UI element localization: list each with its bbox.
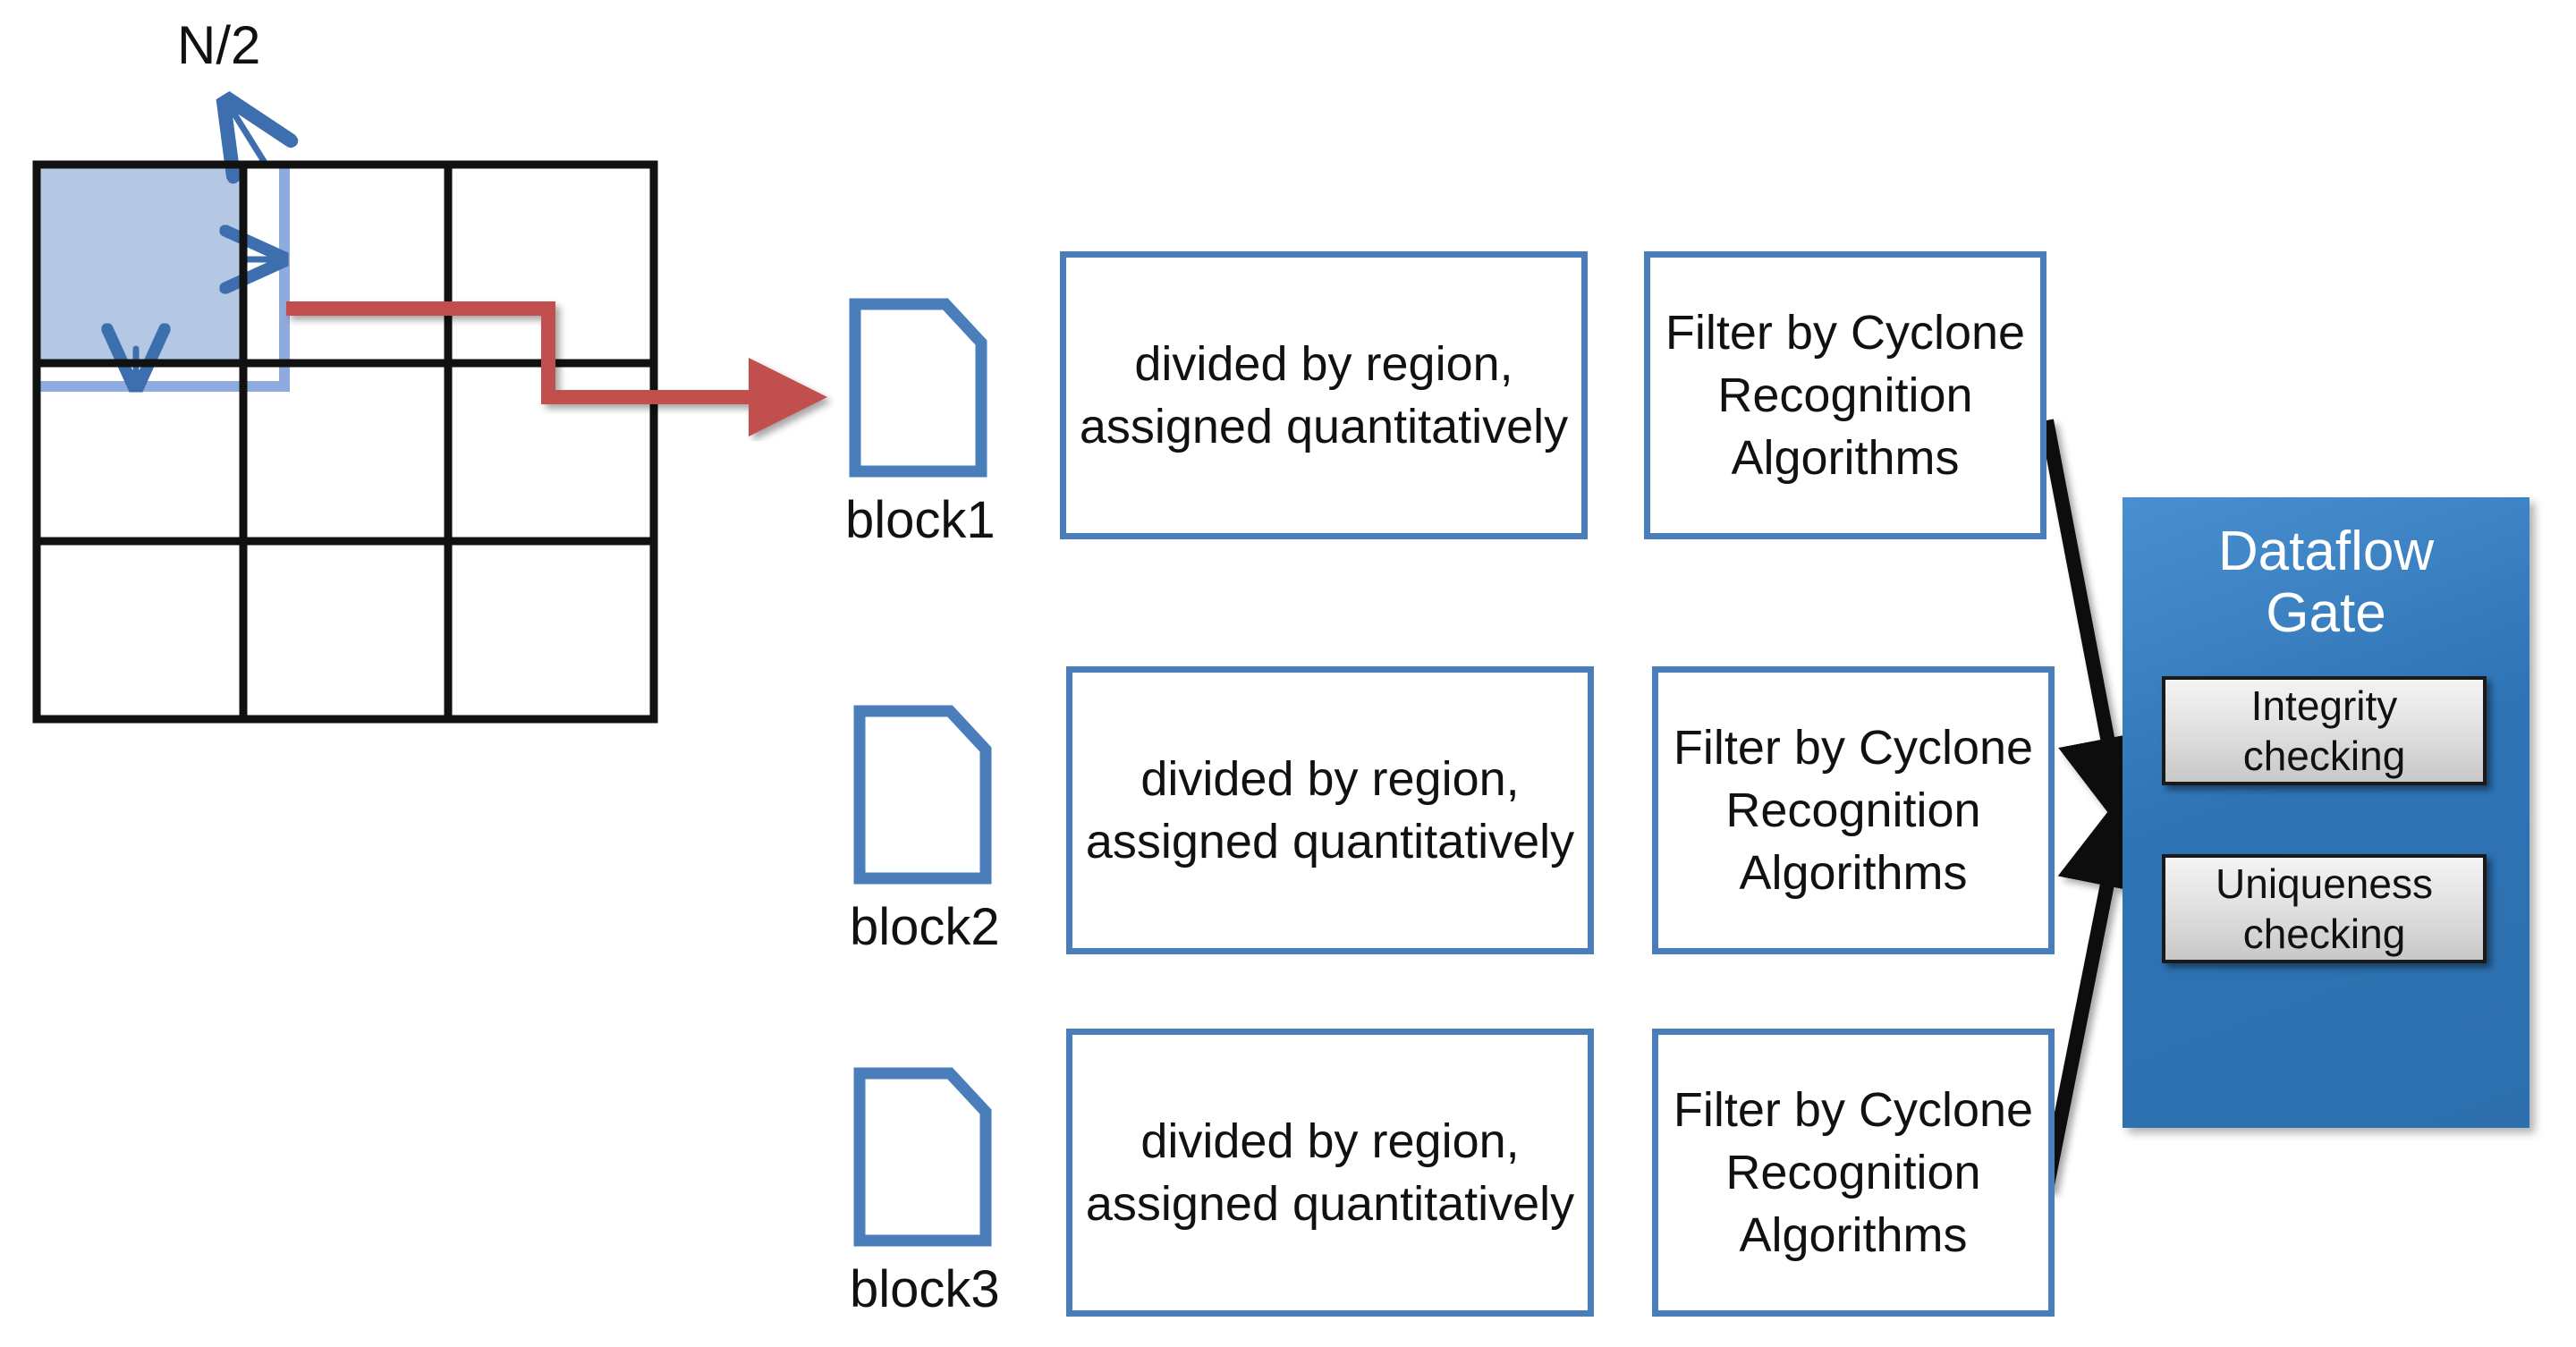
dataflow-gate-title-line1: Dataflow — [2217, 521, 2435, 582]
dataflow-gate-title: Dataflow Gate — [2123, 521, 2529, 645]
uniqueness-checking-box[interactable]: Uniqueness checking — [2162, 854, 2487, 963]
integrity-checking-box[interactable]: Integrity checking — [2162, 676, 2487, 785]
grid-lines — [32, 160, 658, 724]
arrow-filter1-to-gate — [2039, 419, 2157, 837]
arrow-filter3-to-gate — [2039, 787, 2157, 1191]
document-icon-block3 — [853, 1067, 992, 1247]
gate-converging-arrows — [2039, 419, 2157, 1191]
block1-label: block1 — [845, 491, 996, 549]
uniqueness-checking-text: Uniqueness checking — [2165, 859, 2483, 959]
process-box-row3-text: divided by region, assigned quantitative… — [1085, 1114, 1575, 1231]
filter-box-row1: Filter by Cyclone Recognition Algorithms — [1644, 251, 2046, 539]
process-box-row2: divided by region, assigned quantitative… — [1066, 666, 1594, 954]
process-box-row3: divided by region, assigned quantitative… — [1066, 1029, 1594, 1317]
dataflow-gate-panel: Dataflow Gate Integrity checking Uniquen… — [2123, 497, 2529, 1128]
filter-box-row2-text: Filter by Cyclone Recognition Algorithms — [1673, 720, 2034, 901]
filter-box-row2: Filter by Cyclone Recognition Algorithms — [1652, 666, 2055, 954]
block2-label: block2 — [850, 898, 1000, 956]
block3-label: block3 — [850, 1260, 1000, 1318]
process-box-row1: divided by region, assigned quantitative… — [1060, 251, 1588, 539]
filter-box-row3-text: Filter by Cyclone Recognition Algorithms — [1673, 1082, 2034, 1263]
up-left-arrow-icon — [226, 101, 265, 163]
filter-box-row1-text: Filter by Cyclone Recognition Algorithms — [1665, 305, 2026, 486]
integrity-checking-text: Integrity checking — [2165, 681, 2483, 781]
document-icon-block1 — [849, 298, 987, 478]
grid-size-label: N/2 — [177, 15, 261, 75]
integrity-checking-line1: Integrity — [2250, 682, 2398, 729]
grid-half-size-guide — [36, 164, 290, 392]
grid-highlighted-cell — [37, 165, 244, 363]
red-step-arrow-icon — [286, 301, 827, 436]
document-shapes — [849, 298, 992, 1247]
document-icon-block2 — [853, 705, 992, 885]
filter-box-row3: Filter by Cyclone Recognition Algorithms — [1652, 1029, 2055, 1317]
process-box-row2-text: divided by region, assigned quantitative… — [1085, 751, 1575, 868]
dataflow-gate-title-line2: Gate — [2266, 582, 2386, 645]
integrity-checking-line2: checking — [2242, 733, 2406, 779]
grid-measure-arrows — [136, 101, 283, 386]
process-box-row1-text: divided by region, assigned quantitative… — [1079, 336, 1569, 453]
uniqueness-checking-line2: checking — [2242, 911, 2406, 957]
uniqueness-checking-line1: Uniqueness — [2216, 860, 2433, 907]
